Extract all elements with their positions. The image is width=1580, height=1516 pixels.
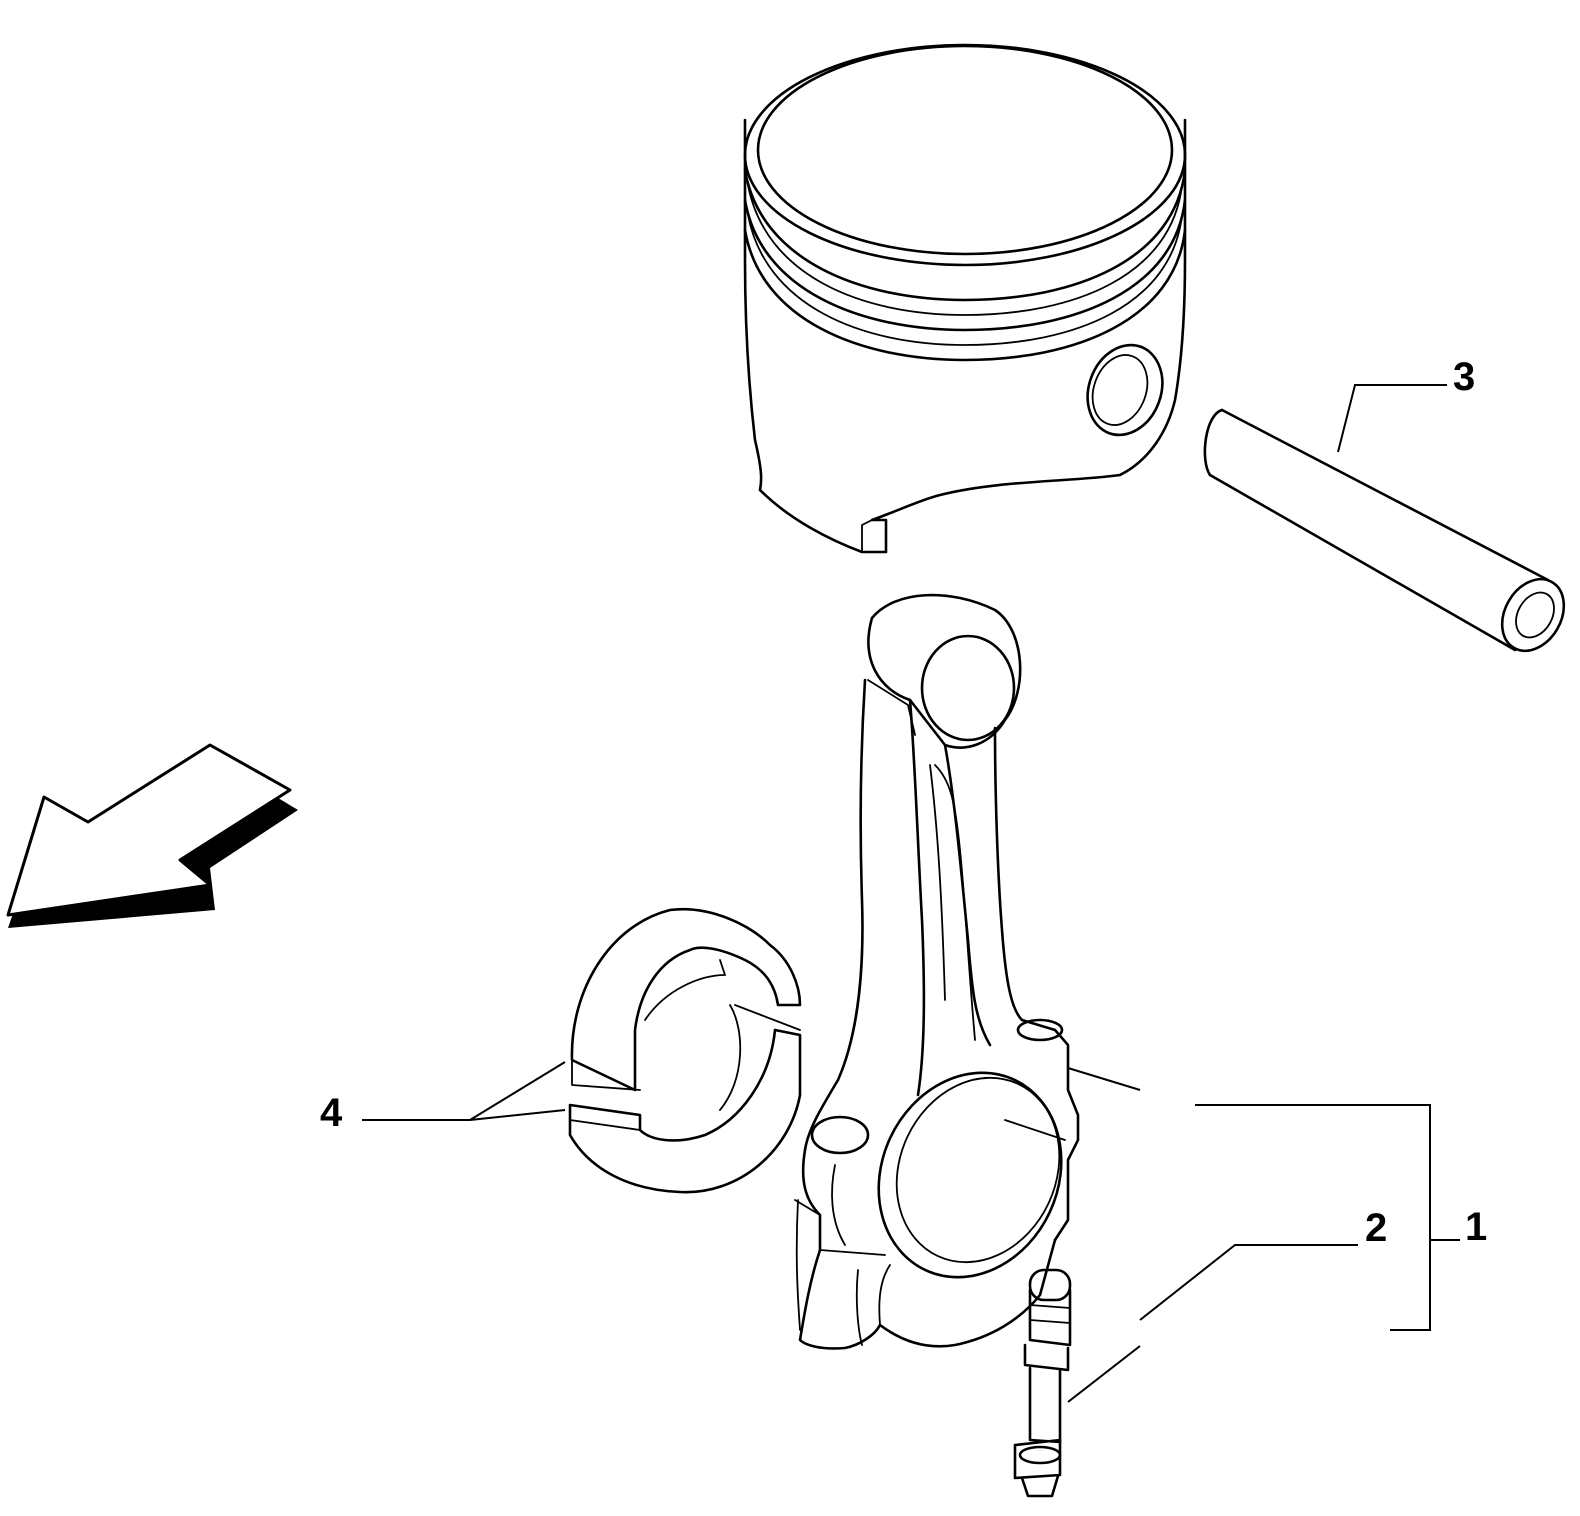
piston-pin xyxy=(1203,408,1566,653)
callout-3: 3 xyxy=(1453,355,1475,399)
leader-lines xyxy=(362,384,1460,1403)
callout-2: 2 xyxy=(1365,1206,1387,1250)
piston xyxy=(743,43,1187,554)
callout-4: 4 xyxy=(320,1091,343,1135)
direction-arrow-icon xyxy=(6,743,298,928)
callout-1: 1 xyxy=(1465,1205,1487,1249)
bearing-shells xyxy=(568,907,802,1194)
connecting-rod-bolt xyxy=(1013,1268,1072,1498)
connecting-rod xyxy=(794,593,1080,1350)
